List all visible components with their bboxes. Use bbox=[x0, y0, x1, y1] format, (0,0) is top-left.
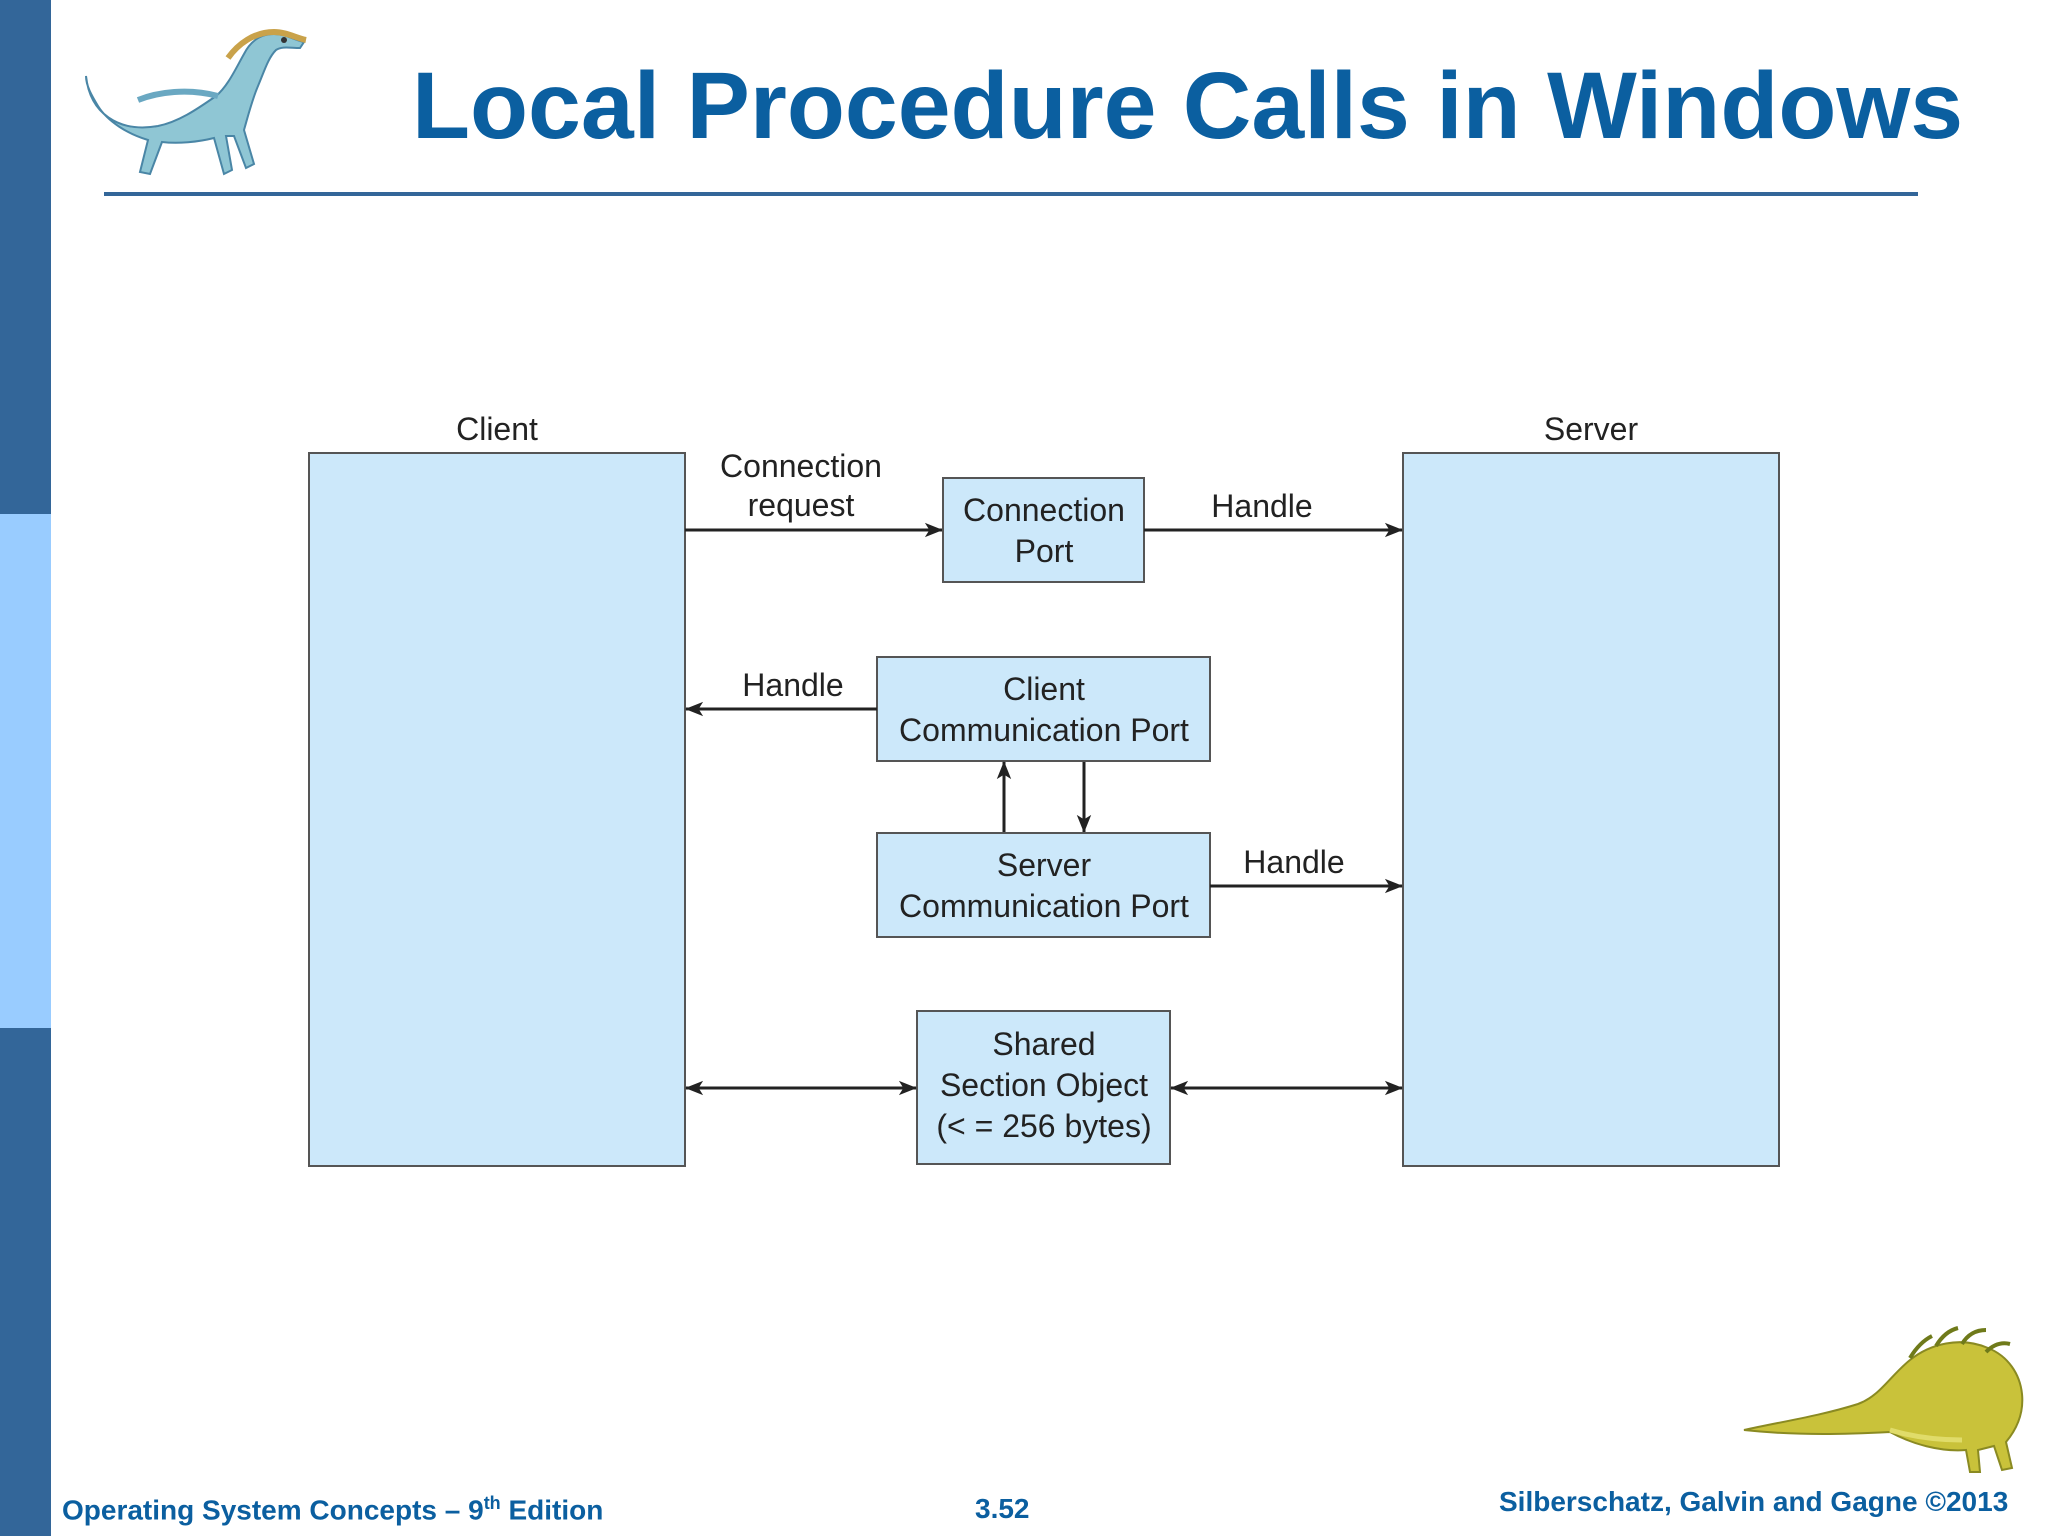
footer-page-number: 3.52 bbox=[975, 1493, 1030, 1524]
footer-superscript: th bbox=[483, 1493, 501, 1513]
connection-port-label-line1: Connection bbox=[963, 492, 1125, 528]
server-label: Server bbox=[1544, 411, 1639, 447]
footer-book-text: Operating System Concepts – 9 bbox=[62, 1494, 484, 1526]
handle-label-mid: Handle bbox=[1243, 844, 1344, 880]
dinosaur-icon-bottom-right bbox=[1743, 1326, 2024, 1473]
handle-label-client: Handle bbox=[742, 667, 843, 703]
client-label: Client bbox=[456, 411, 538, 447]
client-comm-port-label-line1: Client bbox=[1003, 671, 1085, 707]
slide-title: Local Procedure Calls in Windows bbox=[412, 53, 1964, 159]
connection-request-label-line1: Connection bbox=[720, 448, 882, 484]
shared-section-label-line3: (< = 256 bytes) bbox=[936, 1108, 1151, 1144]
footer-authors: Silberschatz, Galvin and Gagne ©2013 bbox=[1499, 1486, 2009, 1517]
client-communication-port-box bbox=[876, 656, 1211, 762]
server-communication-port-box bbox=[876, 832, 1211, 938]
footer-edition-text: Edition bbox=[500, 1494, 604, 1526]
client-comm-port-label-line2: Communication Port bbox=[899, 712, 1189, 748]
shared-section-label-line1: Shared bbox=[992, 1026, 1095, 1062]
server-comm-port-label-line2: Communication Port bbox=[899, 888, 1189, 924]
left-accent-bar-middle bbox=[0, 514, 51, 1028]
client-process-box bbox=[308, 452, 686, 1167]
shared-section-object-box bbox=[916, 1010, 1171, 1165]
left-accent-bar-bottom bbox=[0, 1028, 51, 1536]
shared-section-label-line2: Section Object bbox=[940, 1067, 1148, 1103]
dinosaur-icon-top-left bbox=[85, 28, 307, 176]
connection-request-label-line2: request bbox=[748, 487, 855, 523]
server-comm-port-label-line1: Server bbox=[997, 847, 1092, 883]
connection-port-label-line2: Port bbox=[1015, 533, 1074, 569]
title-underline bbox=[104, 192, 1918, 196]
server-process-box bbox=[1402, 452, 1780, 1167]
left-accent-bar-top bbox=[0, 0, 51, 514]
handle-label-top: Handle bbox=[1211, 488, 1312, 524]
footer-book-title: Operating System Concepts – 9th Edition bbox=[62, 1493, 603, 1526]
